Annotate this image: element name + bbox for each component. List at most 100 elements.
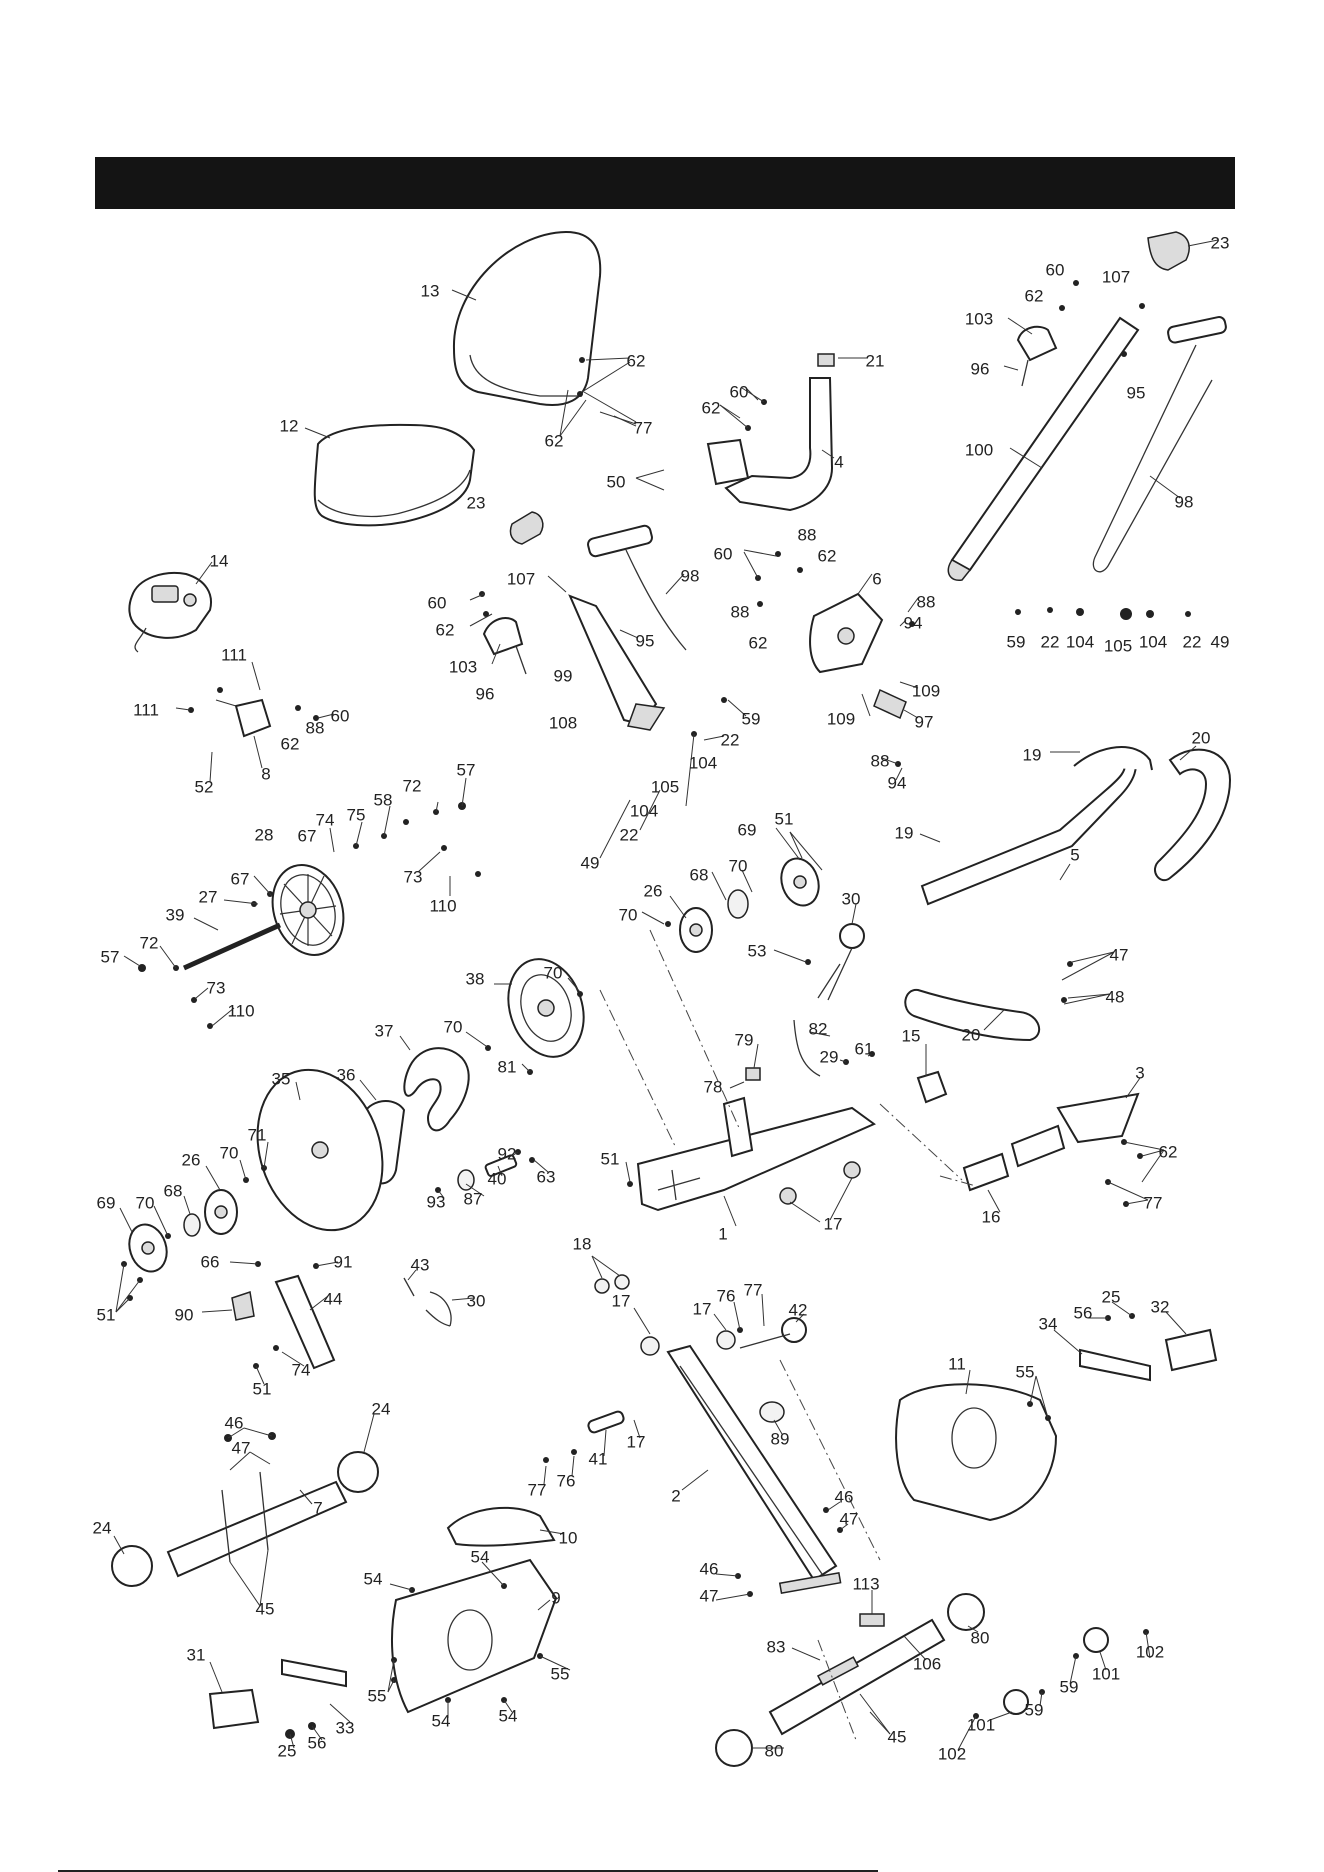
part-label-98: 98 bbox=[681, 566, 700, 585]
part-label-96: 96 bbox=[971, 359, 990, 378]
part-shroud-right bbox=[895, 1383, 1058, 1522]
part-label-2: 2 bbox=[671, 1486, 680, 1505]
part-handlebar bbox=[920, 746, 1153, 906]
part-label-66: 66 bbox=[201, 1252, 220, 1271]
part-cover-10 bbox=[446, 1506, 556, 1547]
part-label-26: 26 bbox=[644, 881, 663, 900]
part-handle-post bbox=[947, 316, 1140, 581]
part-label-56: 56 bbox=[308, 1733, 327, 1752]
part-label-58: 58 bbox=[374, 790, 393, 809]
part-label-62: 62 bbox=[436, 620, 455, 639]
part-label-55: 55 bbox=[368, 1686, 387, 1705]
part-bearing-stack-lower bbox=[128, 1189, 238, 1273]
part-label-54: 54 bbox=[471, 1547, 490, 1566]
part-label-45: 45 bbox=[888, 1727, 907, 1746]
part-shroud-left bbox=[391, 1558, 558, 1714]
part-idler-shaft bbox=[457, 1154, 518, 1191]
part-wheel-lower bbox=[1003, 1689, 1029, 1715]
part-label-70: 70 bbox=[544, 963, 563, 982]
part-label-67: 67 bbox=[231, 869, 250, 888]
part-lever-arm bbox=[231, 1274, 336, 1370]
part-main-frame bbox=[636, 1096, 876, 1212]
part-console bbox=[128, 572, 212, 653]
part-label-70: 70 bbox=[729, 856, 748, 875]
alignment-lines bbox=[599, 929, 977, 1741]
part-label-88: 88 bbox=[731, 602, 750, 621]
part-label-12: 12 bbox=[280, 416, 299, 435]
part-handle-post-left bbox=[568, 594, 666, 731]
part-label-15: 15 bbox=[902, 1026, 921, 1045]
part-label-30: 30 bbox=[842, 889, 861, 908]
part-label-54: 54 bbox=[364, 1569, 383, 1588]
part-label-87: 87 bbox=[464, 1189, 483, 1208]
part-label-83: 83 bbox=[767, 1637, 786, 1656]
part-wire-82 bbox=[793, 1019, 821, 1077]
part-label-111: 111 bbox=[221, 645, 247, 664]
part-label-19: 19 bbox=[1023, 745, 1042, 764]
part-label-47: 47 bbox=[1110, 945, 1129, 964]
part-label-46: 46 bbox=[225, 1413, 244, 1432]
part-label-110: 110 bbox=[227, 1001, 254, 1020]
part-label-78: 78 bbox=[704, 1077, 723, 1096]
part-label-73: 73 bbox=[207, 978, 226, 997]
part-label-110: 110 bbox=[429, 896, 456, 915]
part-label-60: 60 bbox=[730, 382, 749, 401]
part-label-88: 88 bbox=[306, 718, 325, 737]
part-pedal-right bbox=[1079, 1328, 1218, 1382]
part-front-upright bbox=[666, 1344, 842, 1594]
part-bracket-console bbox=[234, 698, 272, 738]
part-label-59: 59 bbox=[1060, 1677, 1079, 1696]
part-label-97: 97 bbox=[915, 712, 934, 731]
part-label-10: 10 bbox=[559, 1528, 578, 1547]
part-label-20: 20 bbox=[962, 1025, 981, 1044]
part-label-90: 90 bbox=[175, 1305, 194, 1324]
part-label-59: 59 bbox=[1025, 1700, 1044, 1719]
part-label-13: 13 bbox=[421, 281, 440, 300]
part-label-62: 62 bbox=[1159, 1142, 1178, 1161]
part-bracket-mid bbox=[482, 617, 524, 656]
part-label-37: 37 bbox=[375, 1021, 394, 1040]
part-label-79: 79 bbox=[735, 1030, 754, 1049]
part-label-82: 82 bbox=[809, 1019, 828, 1038]
part-label-98: 98 bbox=[1175, 492, 1194, 511]
part-label-18: 18 bbox=[573, 1234, 592, 1253]
part-label-77: 77 bbox=[528, 1480, 547, 1499]
part-label-81: 81 bbox=[498, 1057, 517, 1076]
part-pulley-38 bbox=[507, 958, 585, 1058]
part-label-3: 3 bbox=[1135, 1063, 1144, 1082]
part-label-73: 73 bbox=[404, 867, 423, 886]
part-label-60: 60 bbox=[428, 593, 447, 612]
part-tube-41 bbox=[587, 1410, 625, 1434]
part-label-24: 24 bbox=[93, 1518, 112, 1537]
part-wheel-upper bbox=[1083, 1627, 1109, 1653]
part-label-9: 9 bbox=[551, 1588, 560, 1607]
part-label-104: 104 bbox=[1139, 632, 1167, 651]
part-label-27: 27 bbox=[199, 887, 218, 906]
part-label-44: 44 bbox=[324, 1289, 343, 1308]
part-label-70: 70 bbox=[619, 905, 638, 924]
part-bracket-upper bbox=[1016, 325, 1058, 362]
part-label-8: 8 bbox=[261, 764, 270, 783]
part-label-36: 36 bbox=[337, 1065, 356, 1084]
part-label-17: 17 bbox=[627, 1432, 646, 1451]
part-label-28: 28 bbox=[255, 825, 274, 844]
part-label-89: 89 bbox=[771, 1429, 790, 1448]
part-label-111: 111 bbox=[133, 700, 159, 719]
part-seat bbox=[313, 423, 476, 527]
part-label-61: 61 bbox=[855, 1039, 874, 1058]
part-cap-89 bbox=[759, 1401, 785, 1423]
part-label-102: 102 bbox=[1136, 1642, 1164, 1661]
part-label-32: 32 bbox=[1151, 1297, 1170, 1316]
part-label-95: 95 bbox=[636, 631, 655, 650]
part-label-76: 76 bbox=[557, 1471, 576, 1490]
part-label-88: 88 bbox=[917, 592, 936, 611]
part-label-54: 54 bbox=[432, 1711, 451, 1730]
part-label-77: 77 bbox=[1144, 1193, 1163, 1212]
part-label-91: 91 bbox=[334, 1252, 353, 1271]
part-label-16: 16 bbox=[982, 1207, 1001, 1226]
part-label-102: 102 bbox=[938, 1744, 966, 1763]
part-label-55: 55 bbox=[1016, 1362, 1035, 1381]
part-cap-mid bbox=[509, 511, 544, 545]
part-knob-15 bbox=[916, 1070, 948, 1104]
part-pivot-assembly bbox=[640, 1317, 807, 1356]
